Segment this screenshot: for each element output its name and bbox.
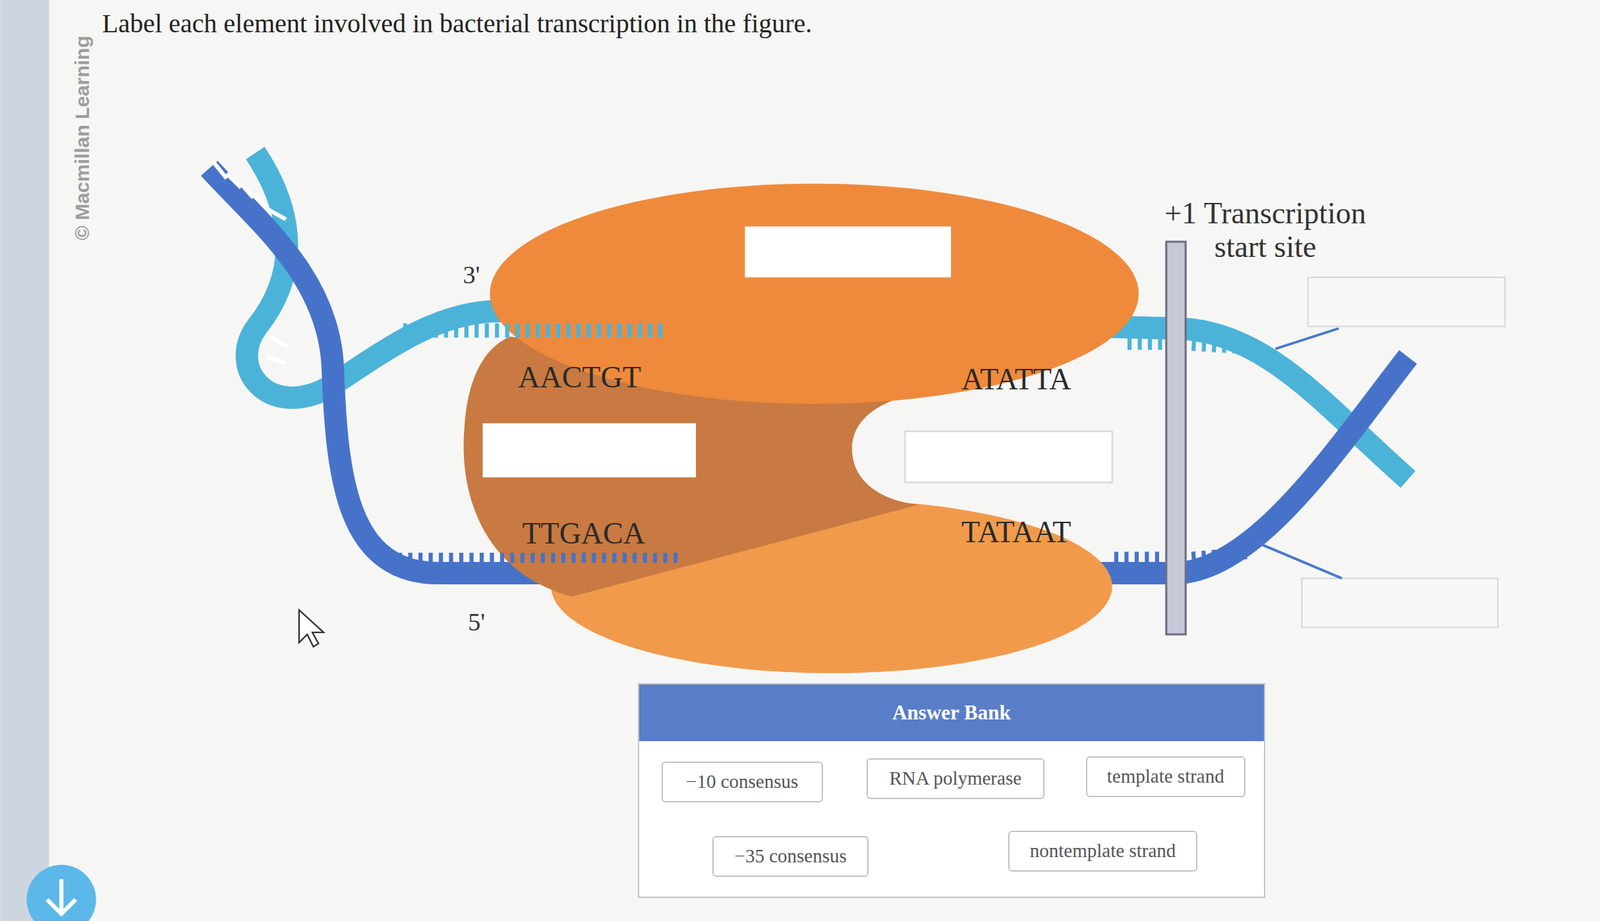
strand-end: 3': [462, 261, 480, 290]
sequence: ATATTA: [961, 363, 1071, 397]
download-arrow: [46, 879, 76, 915]
title: Label each element involved in bacterial…: [102, 9, 812, 39]
polymerase-lobe: [489, 183, 1139, 404]
strand-end: 5': [467, 608, 486, 637]
chip-text: nontemplate strand: [1029, 840, 1176, 862]
panel-title: Answer Bank: [892, 701, 1011, 725]
base-rungs: [403, 323, 669, 339]
start-site-label: +1 Transcription start site: [1146, 197, 1384, 264]
sequence: TTGACA: [521, 517, 646, 551]
drop-target: [483, 423, 697, 478]
drop-target: [744, 226, 951, 278]
panel-header: Answer Bank: [639, 684, 1264, 741]
chip-text: −35 consensus: [734, 845, 847, 868]
drop-target: [1302, 578, 1498, 628]
answer-chip: −35 consensus: [712, 836, 869, 878]
answer-chip: −10 consensus: [661, 761, 824, 803]
cursor-icon: [299, 610, 324, 648]
answer-chip: RNA polymerase: [866, 758, 1044, 800]
sequence: TATAAT: [961, 515, 1071, 550]
base-rungs: [1127, 343, 1260, 350]
drop-target: [1308, 277, 1506, 327]
chip-text: template strand: [1107, 765, 1225, 788]
leader-line: [1257, 328, 1342, 579]
chip-text: RNA polymerase: [889, 767, 1023, 790]
side-band: [0, 0, 49, 921]
sequence: AACTGT: [517, 361, 642, 395]
base-rungs: [214, 163, 268, 209]
answer-chip: template strand: [1085, 756, 1246, 798]
base-rungs: [388, 552, 679, 563]
chip-text: −10 consensus: [685, 771, 799, 793]
answer-bank-panel: Answer Bank −10 consensus RNA polymerase te…: [637, 683, 1266, 898]
drop-target: [904, 431, 1112, 483]
answer-chip: nontemplate strand: [1008, 830, 1197, 872]
download-button: [26, 865, 96, 921]
watermark: © Macmillan Learning: [70, 35, 93, 241]
start-site-bar: [1166, 241, 1186, 635]
